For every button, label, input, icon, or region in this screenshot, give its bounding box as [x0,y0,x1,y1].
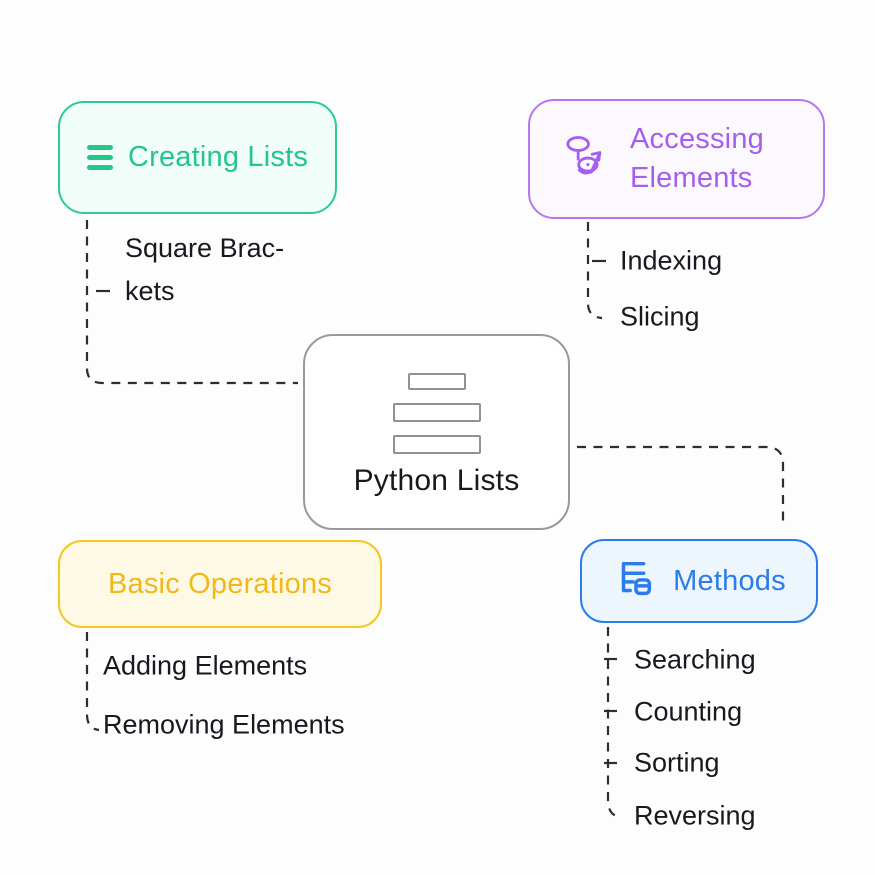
item-slicing: Slicing [620,301,700,332]
node-python-lists: Python Lists [303,334,570,530]
connector-basic-items [85,632,100,732]
node-basic-operations: Basic Operations [58,540,382,628]
item-square-brackets: Square Brac- kets [125,233,285,306]
item-removing-elements: Removing Elements [103,709,345,740]
node-title: Creating Lists [127,141,309,173]
item-counting: Counting [634,696,743,727]
item-searching: Searching [634,644,756,675]
connector-center-to-methods [577,445,785,527]
node-creating-lists: Creating Lists [58,101,337,214]
node-title: Basic Operations [107,567,333,600]
item-indexing: Indexing [620,245,723,276]
connector-accessing-items [586,222,603,320]
select-point-icon [563,131,615,188]
node-methods: Methods [580,539,818,623]
item-adding-elements: Adding Elements [103,650,308,681]
list-lock-icon [612,556,658,607]
node-title: Methods [673,564,786,597]
item-reversing: Reversing [634,800,756,831]
list-lines-icon [86,145,113,170]
node-accessing-elements: Accessing Elements [528,99,825,219]
node-title: Accessing Elements [630,122,764,194]
item-sorting: Sorting [634,747,720,778]
connector-methods-items [606,627,622,819]
stacked-list-icon [392,372,481,454]
center-title: Python Lists [353,463,520,497]
